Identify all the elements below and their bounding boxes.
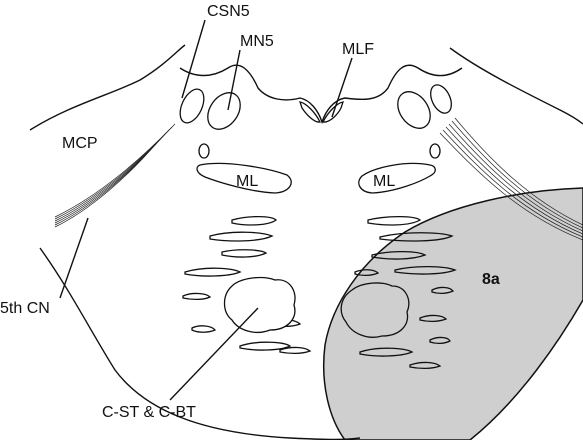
small-nucleus-left [198,143,210,159]
label-lesion-8a: 8a [482,271,500,288]
label-cst-cbt: C-ST & C-BT [102,404,196,421]
fourth-ventricle-floor [179,64,463,125]
label-5th-cn: 5th CN [0,300,50,317]
label-mcp: MCP [62,135,98,152]
ml-left [196,162,292,194]
label-csn5: CSN5 [207,3,250,20]
label-mn5: MN5 [240,33,274,50]
trigeminal-fibers-right [439,117,583,241]
small-nucleus-right [429,143,441,159]
lesion-8a-region [322,187,583,440]
pons-outline [39,247,361,440]
leader-mlf [331,57,353,118]
label-ml-right: ML [373,173,395,190]
label-ml-left: ML [236,173,258,190]
cst-cbt-left [223,276,296,334]
csn5-right [430,84,452,114]
label-mlf: MLF [342,41,374,58]
leader-5th-cn [59,217,89,299]
ml-right [358,162,436,194]
mlf-left [299,101,321,123]
pontine-fibers-right [354,215,457,370]
leader-mn5 [227,49,241,111]
csn5-left [179,88,205,124]
mcp-upper-outline-right [449,47,583,125]
mn5-left [207,92,241,130]
cst-cbt-right [340,282,410,338]
trigeminal-fibers-left [54,123,176,228]
leader-cst-cbt [169,307,259,401]
mcp-upper-outline-left [29,44,186,131]
mn5-right [397,91,431,129]
leader-csn5 [181,19,206,99]
